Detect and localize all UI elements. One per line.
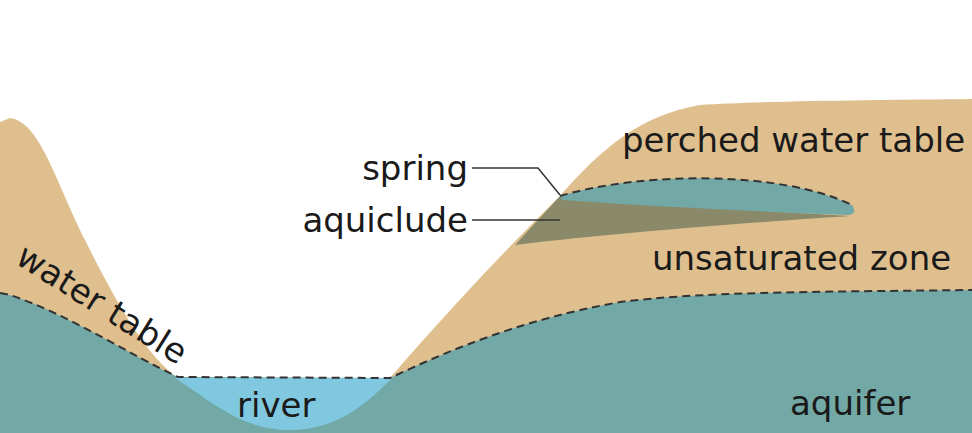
- river: [175, 378, 392, 430]
- region-label: water table: [11, 238, 193, 370]
- region-label: spring: [362, 151, 468, 185]
- perched-water: [560, 178, 854, 215]
- region-label: river: [237, 388, 315, 422]
- region-label: perched water table: [622, 123, 965, 157]
- region-label: aquifer: [790, 386, 910, 420]
- spring-leader-line: [472, 168, 560, 195]
- ground: [0, 99, 972, 433]
- perched-water-table-line: [560, 178, 852, 205]
- leader-lines: [472, 168, 560, 220]
- aquiclude-leader-line: [472, 219, 560, 221]
- region-label: aquiclude: [302, 203, 468, 237]
- region-label: unsaturated zone: [652, 241, 951, 275]
